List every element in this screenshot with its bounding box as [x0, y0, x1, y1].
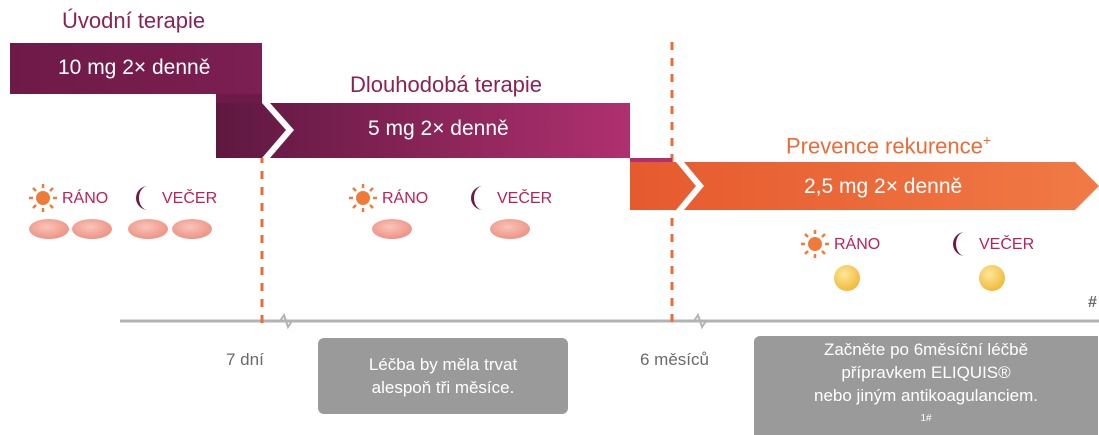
prevention-chevron: [676, 162, 704, 210]
morning-label: RÁNO: [382, 190, 429, 207]
long-term-therapy-chevron: [262, 103, 294, 158]
initial-therapy-dose: 10 mg 2× denně: [58, 56, 211, 79]
axis-break-2: [693, 312, 707, 330]
evening-label: VEČER: [979, 236, 1035, 253]
evening-label: VEČER: [162, 190, 218, 207]
pill-5mg: [72, 219, 112, 239]
tick-label-6-months: 6 měsíců: [640, 350, 709, 369]
long-term-therapy-bar: [216, 103, 630, 158]
pill-5mg: [490, 219, 530, 239]
pill-5mg: [172, 219, 212, 239]
pill-5mg: [372, 219, 412, 239]
note-prevention-sup: 1#: [920, 412, 932, 424]
note-prevention-line-text: nebo jiným antikoagulanciem.: [814, 385, 1038, 405]
sun-icon: [801, 230, 829, 258]
sun-icon: [29, 184, 57, 212]
note-long-term-line: Léčba by měla trvat: [368, 355, 518, 374]
morning-label: RÁNO: [62, 190, 109, 207]
note-prevention-line: Začněte po 6měsíční léčbě: [823, 339, 1029, 359]
tick-label-7-days: 7 dní: [226, 350, 264, 369]
moon-icon: [471, 186, 483, 210]
initial-therapy-bar: [10, 43, 262, 94]
sun-icon: [349, 184, 377, 212]
note-prevention-line: přípravkem ELIQUIS®: [841, 362, 1011, 382]
prevention-dose: 2,5 mg 2× denně: [804, 175, 963, 198]
axis-break-1: [279, 312, 293, 330]
long-term-therapy-title: Dlouhodobá terapie: [350, 72, 543, 97]
note-prevention-line-3: nebo jiným antikoagulanciem. 1#: [814, 384, 1038, 434]
prevention-title-text: Prevence rekurence: [786, 133, 983, 159]
prevention-title-mark: +: [982, 132, 992, 148]
pill-5mg: [128, 219, 168, 239]
axis-edge-mark: #: [1088, 294, 1097, 311]
evening-label: VEČER: [497, 190, 553, 207]
prevention-title: Prevence rekurence+: [786, 132, 991, 159]
note-long-term: Léčba by měla trvat alespoň tři měsíce.: [318, 338, 568, 414]
note-long-term-line: alespoň tři měsíce.: [371, 378, 515, 397]
long-term-therapy-dose: 5 mg 2× denně: [368, 117, 509, 140]
morning-label: RÁNO: [834, 236, 881, 253]
initial-therapy-title: Úvodní terapie: [62, 8, 206, 33]
moon-icon: [953, 232, 965, 256]
note-prevention: Začněte po 6měsíční léčbě přípravkem ELI…: [754, 336, 1098, 435]
pill-2-5mg: [834, 265, 860, 291]
pill-5mg: [29, 219, 69, 239]
moon-icon: [136, 186, 148, 210]
prevention-arrow: [630, 162, 1099, 210]
pill-2-5mg: [979, 265, 1005, 291]
